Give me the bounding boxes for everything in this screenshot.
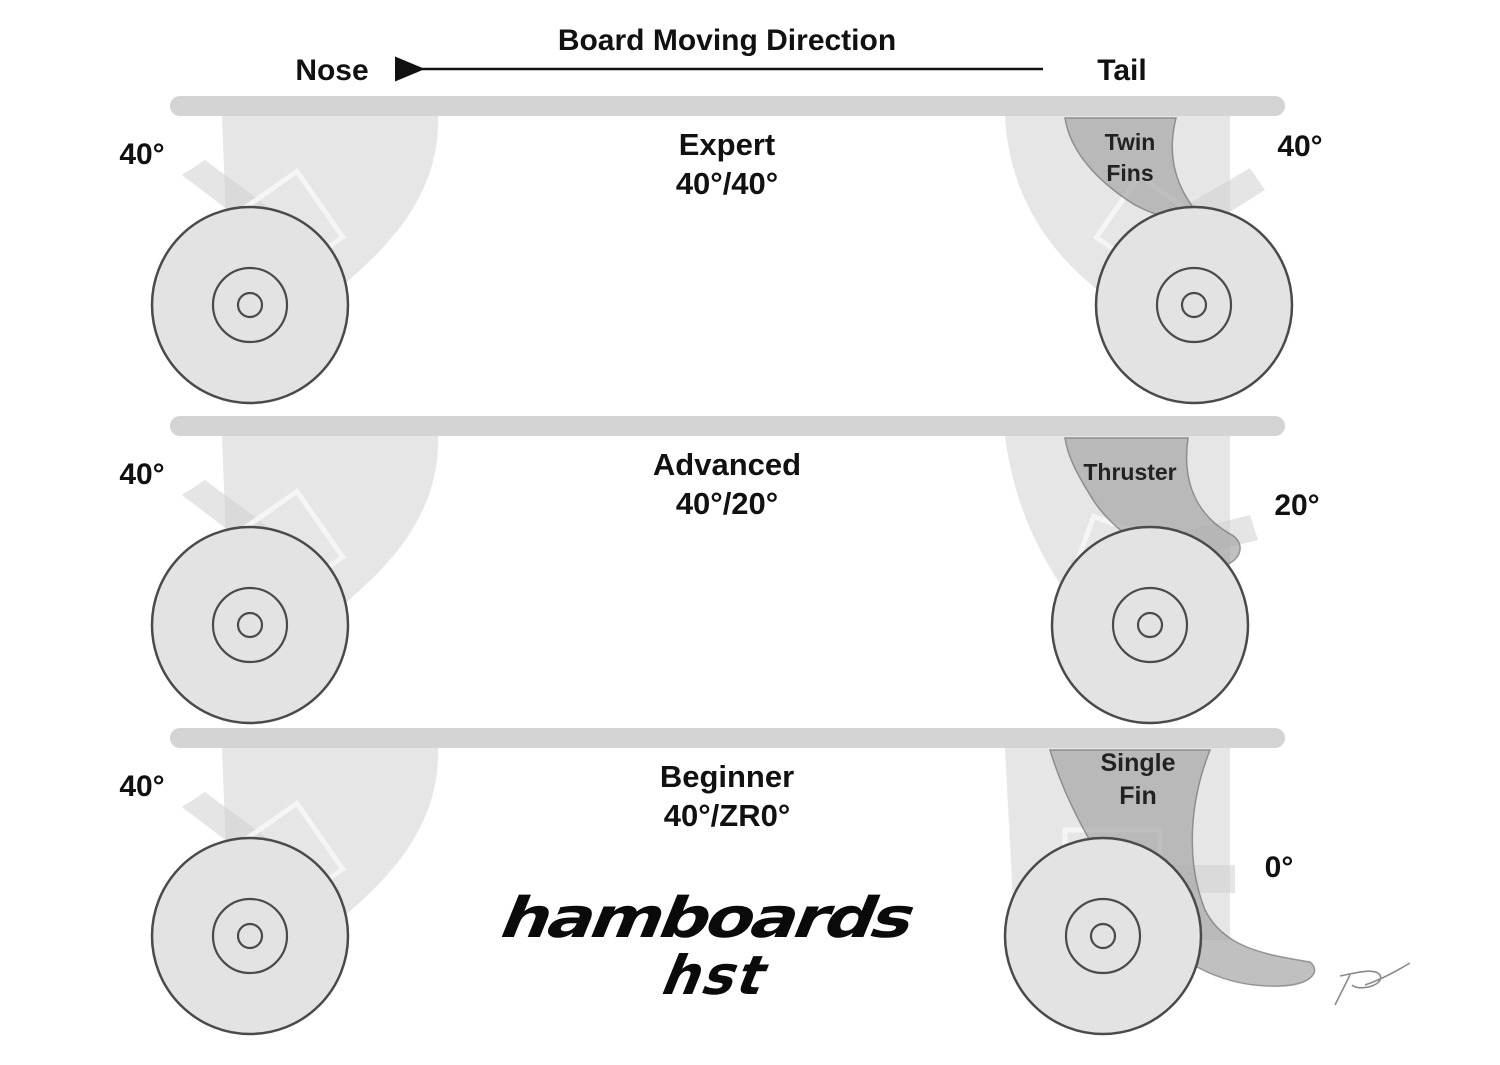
nose-label: Nose bbox=[295, 54, 368, 87]
board-deck bbox=[170, 416, 1285, 436]
level-label: Beginner bbox=[660, 759, 794, 794]
setup-panel-beginner: 40° Single Fin 0° Beginner 40°/ZR0° bbox=[119, 728, 1316, 1036]
direction-label: Board Moving Direction bbox=[558, 24, 896, 57]
tail-label: Tail bbox=[1097, 54, 1146, 87]
rear-angle-label: 20° bbox=[1274, 489, 1319, 522]
board-deck bbox=[170, 728, 1285, 748]
logo-brand-text: hamboards bbox=[490, 886, 924, 950]
front-wheel bbox=[150, 525, 350, 725]
front-angle-label: 40° bbox=[119, 138, 164, 171]
fin-label-line-2: Fin bbox=[1119, 782, 1157, 810]
fin-label-line-1: Thruster bbox=[1083, 459, 1176, 485]
board-deck bbox=[170, 96, 1285, 116]
logo-mark-text: hst bbox=[653, 945, 781, 1007]
hamboards-logo: hamboards hst bbox=[490, 886, 924, 1007]
fin-label-line-1: Single bbox=[1100, 749, 1175, 777]
angles-label: 40°/ZR0° bbox=[664, 798, 790, 833]
rear-wheel bbox=[1003, 836, 1203, 1036]
setup-panel-expert: 40° Twin Fins 40° Expert 40°/40° bbox=[119, 96, 1323, 405]
angles-label: 40°/40° bbox=[676, 166, 778, 201]
signature-mark bbox=[1334, 962, 1411, 1006]
diagram-header: Board Moving Direction Nose Tail bbox=[295, 24, 1146, 87]
level-label: Expert bbox=[679, 127, 775, 162]
setup-panel-advanced: 40° Thruster 20° Advanced 40°/20° bbox=[119, 416, 1320, 725]
front-angle-label: 40° bbox=[119, 770, 164, 803]
level-label: Advanced bbox=[653, 447, 801, 482]
fin-label-line-1: Twin bbox=[1105, 129, 1156, 155]
rear-angle-label: 0° bbox=[1265, 851, 1294, 884]
front-wheel bbox=[150, 836, 350, 1036]
rear-wheel bbox=[1050, 525, 1250, 725]
angles-label: 40°/20° bbox=[676, 486, 778, 521]
rear-angle-label: 40° bbox=[1277, 130, 1322, 163]
front-angle-label: 40° bbox=[119, 458, 164, 491]
rear-wheel bbox=[1094, 205, 1294, 405]
front-wheel bbox=[150, 205, 350, 405]
fin-label-line-2: Fins bbox=[1106, 160, 1153, 186]
